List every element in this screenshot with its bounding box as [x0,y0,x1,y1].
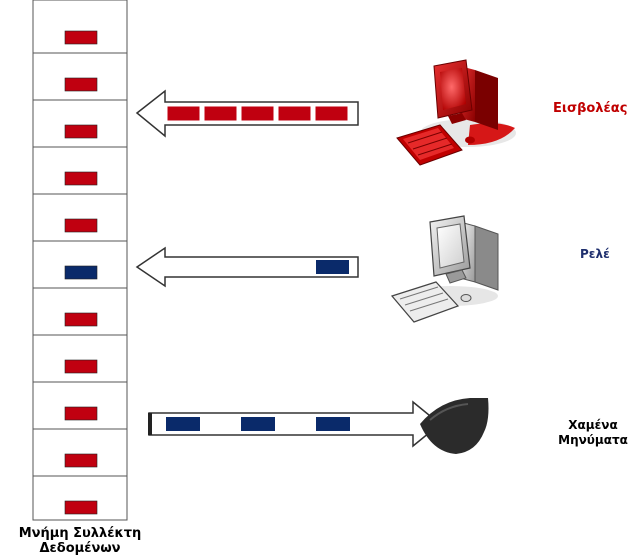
memory-packet-attacker [64,453,98,468]
memory-packet-relay [64,265,98,280]
attacker-packet [277,105,312,122]
lost-packet [316,417,350,431]
memory-column [32,0,128,521]
relay-label: Ρελέ [580,247,610,261]
attacker-packet [314,105,349,122]
relay-flow-arrow [135,246,359,288]
attacker-label: Εισβολέας [553,101,628,116]
attacker-packet [166,105,201,122]
lost-flow-arrow [148,400,442,448]
memory-packet-attacker [64,218,98,233]
attacker-flow-arrow [135,89,359,138]
memory-packet-attacker [64,500,98,515]
lost-packet [166,417,200,431]
relay-packet [316,260,349,274]
attacker-packet [240,105,275,122]
collector-memory-label-line1: Μνήμη Συλλέκτη [18,526,142,541]
memory-packet-attacker [64,124,98,139]
memory-packet-attacker [64,406,98,421]
memory-packet-attacker [64,171,98,186]
collector-memory-label-line2: Δεδομένων [39,541,121,556]
collector-memory-label: Μνήμη Συλλέκτη Δεδομένων [0,526,160,556]
memory-packet-attacker [64,359,98,374]
memory-packet-attacker [64,312,98,327]
lost-messages-label: Χαμένα Μηνύματα [548,418,638,448]
lost-messages-label-line2: Μηνύματα [558,433,628,447]
relay-computer-icon [390,215,499,323]
lost-packet [241,417,275,431]
attacker-packet [203,105,238,122]
sink-drop-icon [420,398,489,454]
lost-messages-label-line1: Χαμένα [568,418,618,432]
memory-packet-attacker [64,77,98,92]
memory-packet-attacker [64,30,98,45]
attacker-computer-icon [396,59,516,166]
